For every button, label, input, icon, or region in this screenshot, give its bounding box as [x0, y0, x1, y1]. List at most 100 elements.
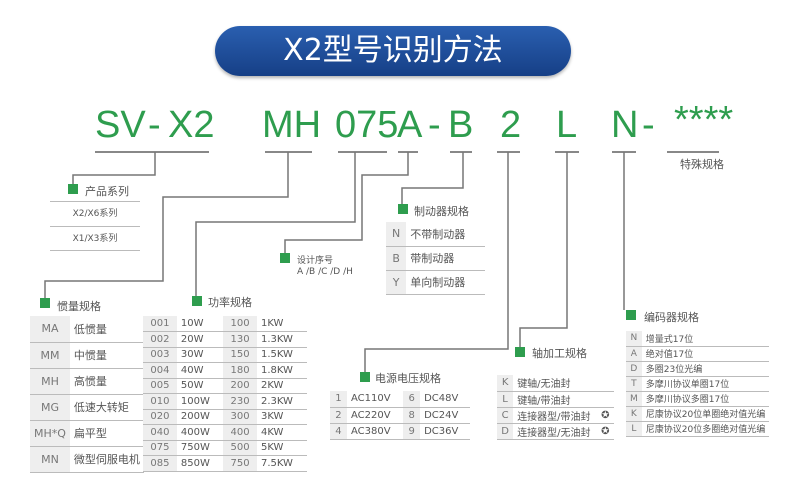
value-cell: 50W: [176, 378, 224, 394]
code-cell: 750: [223, 455, 257, 472]
value-cell: 750W: [176, 440, 224, 456]
value-cell: 40W: [176, 362, 224, 379]
code-cell: N: [386, 222, 407, 247]
value-cell: 键轴/无油封: [513, 375, 598, 392]
value-cell: 中惯量: [69, 342, 144, 369]
code-dash: -: [428, 104, 441, 146]
code-cell: 040: [143, 424, 177, 441]
value-cell: 增量式17位: [641, 331, 770, 347]
value-cell: 400W: [176, 424, 224, 441]
value-cell: 扁平型: [69, 420, 144, 447]
code-special: ****: [674, 99, 734, 141]
value-cell: DC24V: [420, 407, 470, 424]
code-cell: L: [497, 391, 514, 408]
value-cell: AC110V: [346, 391, 404, 408]
code-cell: MH*Q: [30, 420, 70, 447]
code-cell: MN: [30, 446, 70, 473]
code-cell: L: [626, 421, 642, 437]
code-cell: Y: [386, 270, 407, 295]
code-cell: M: [626, 391, 642, 407]
code-cell: MH: [30, 368, 70, 395]
value-cell: 1.3KW: [256, 331, 307, 348]
code-cell: 010: [143, 393, 177, 410]
code-dash: -: [148, 104, 161, 146]
bullet-icon: [192, 296, 202, 306]
brake-title: 制动器规格: [414, 205, 469, 218]
bullet-icon: [40, 298, 50, 308]
code-cell: K: [626, 406, 642, 422]
code-cell: 4: [330, 423, 347, 440]
series-item: X2/X6系列: [50, 201, 140, 226]
code-cell: MM: [30, 342, 70, 369]
shaft-title: 轴加工规格: [532, 347, 587, 360]
encoder-title: 编码器规格: [644, 311, 699, 324]
value-cell: ✪: [597, 407, 614, 424]
bullet-icon: [398, 204, 408, 214]
special-label: 特殊规格: [680, 158, 724, 171]
value-cell: 30W: [176, 347, 224, 363]
value-cell: ✪: [597, 423, 614, 440]
code-cell: 180: [223, 362, 257, 379]
value-cell: 连接器型/带油封: [513, 407, 598, 424]
code-cell: 005: [143, 378, 177, 394]
value-cell: 1.8KW: [256, 362, 307, 379]
value-cell: 连接器型/无油封: [513, 423, 598, 440]
value-cell: AC380V: [346, 423, 404, 440]
code-cell: 200: [223, 378, 257, 394]
value-cell: AC220V: [346, 407, 404, 424]
code-mh: MH: [262, 104, 322, 146]
value-cell: 多圈23位光编: [641, 361, 770, 377]
value-cell: 200W: [176, 409, 224, 425]
page-title: X2型号识别方法: [215, 26, 571, 76]
value-cell: 20W: [176, 331, 224, 348]
value-cell: [597, 375, 614, 392]
code-cell: 003: [143, 347, 177, 363]
code-cell: K: [497, 375, 514, 392]
value-cell: 尼康协议20位多圈绝对值光编: [641, 421, 770, 437]
series-title: 产品系列: [85, 185, 129, 198]
value-cell: 带制动器: [406, 246, 485, 271]
code-cell: 001: [143, 316, 177, 332]
value-cell: 5KW: [256, 440, 307, 456]
value-cell: 尼康协议20位单圈绝对值光编: [641, 406, 770, 422]
design-values: A /B /C /D /H: [297, 267, 353, 277]
code-cell: MG: [30, 394, 70, 421]
code-sv: SV: [95, 104, 146, 146]
power-title: 功率规格: [208, 296, 252, 309]
value-cell: 10W: [176, 316, 224, 332]
bullet-icon: [626, 310, 636, 320]
code-encoder: N: [611, 104, 639, 146]
code-cell: 6: [403, 391, 421, 408]
value-cell: 100W: [176, 393, 224, 410]
code-cell: 300: [223, 409, 257, 425]
code-cell: 100: [223, 316, 257, 332]
value-cell: 低惯量: [69, 316, 144, 343]
value-cell: 微型伺服电机: [69, 446, 144, 473]
value-cell: 键轴/带油封: [513, 391, 598, 408]
code-shaft: L: [556, 104, 578, 146]
